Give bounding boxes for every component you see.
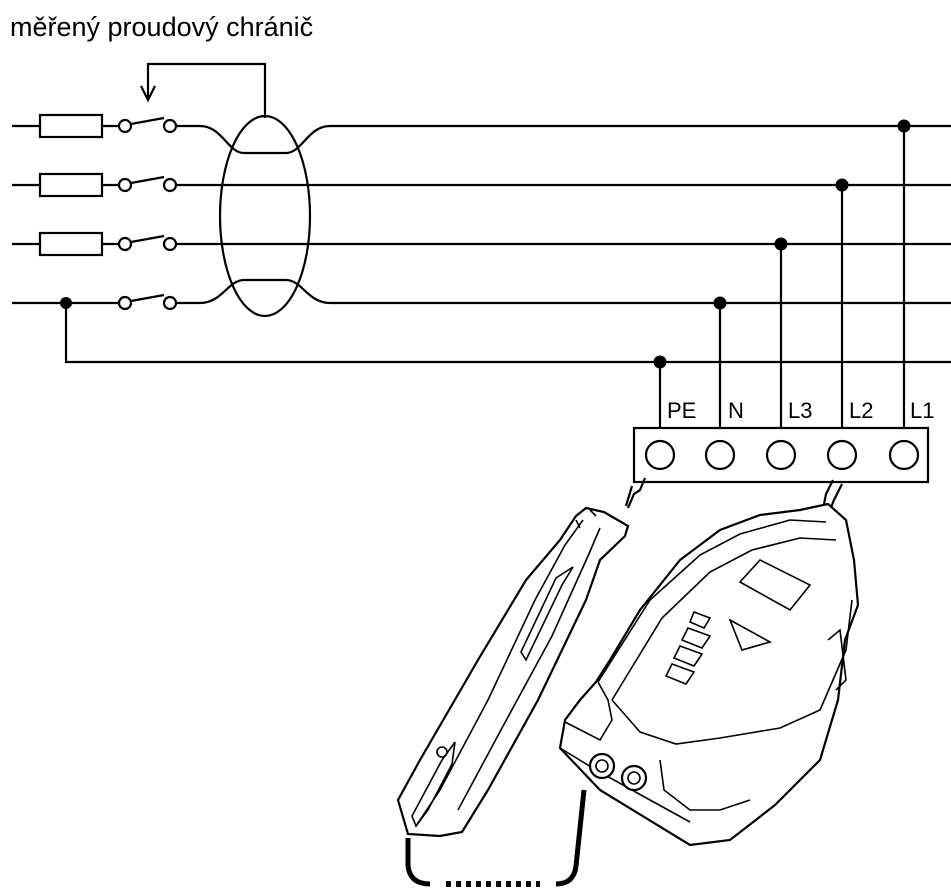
probe-cable [405,789,587,887]
terminal-socket-pe[interactable] [644,439,676,471]
junction-dot [774,237,788,251]
tester-unit [558,479,860,847]
terminal-label-pe: PE [667,398,696,423]
junction-dot [897,119,911,133]
rcd-core-ellipse [218,114,312,318]
terminal-socket-l2[interactable] [826,439,858,471]
test-probe [396,477,647,838]
neutral-line [12,278,951,311]
terminal-label-l1: L1 [910,398,934,423]
terminal-socket-l3[interactable] [765,439,797,471]
terminal-label-l3: L3 [788,398,812,423]
junction-dot [713,296,727,310]
terminal-socket-l1[interactable] [888,439,920,471]
phase-line-3 [12,231,951,257]
test-button-arrow [140,62,267,118]
terminal-socket-n[interactable] [704,439,736,471]
terminal-labels: PE N L3 L2 L1 [667,398,934,423]
junction-dot [653,355,667,369]
terminal-label-l2: L2 [849,398,873,423]
diagram-title: měřený proudový chránič [10,12,314,42]
terminal-label-n: N [728,398,744,423]
phase-line-2 [12,172,951,198]
terminal-taps [653,119,911,428]
pe-line [60,297,951,364]
terminal-block [632,426,930,484]
junction-dot [60,297,72,309]
phase-line-1 [12,113,951,155]
junction-dot [835,178,849,192]
